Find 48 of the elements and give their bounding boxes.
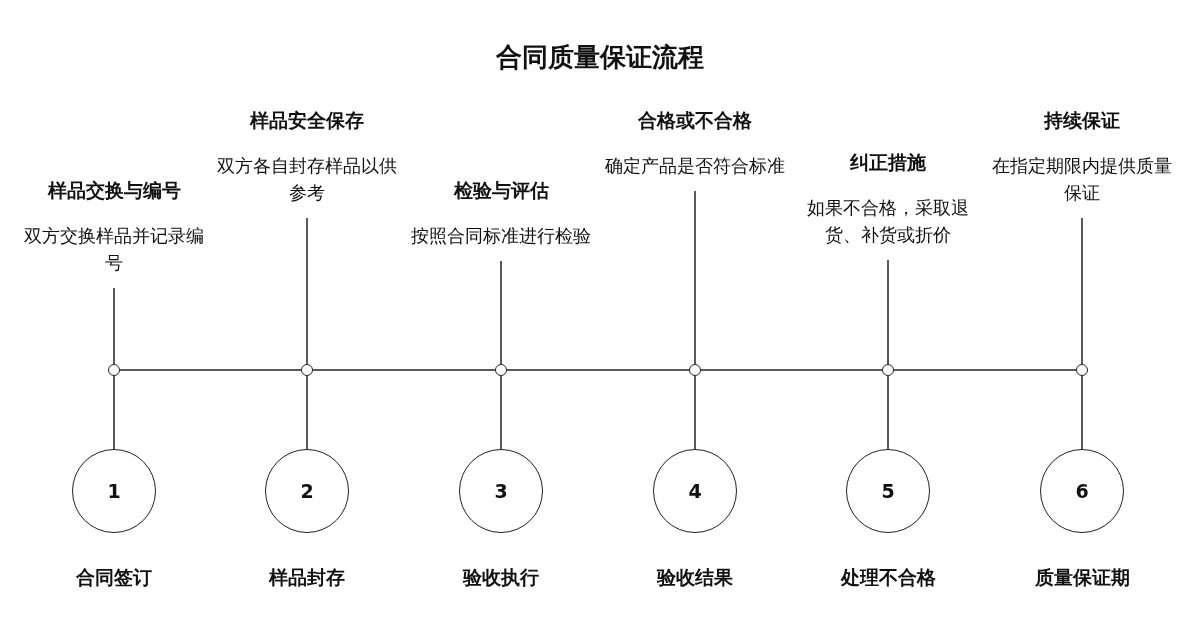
step-description: 确定产品是否符合标准 <box>605 154 785 178</box>
step-heading: 纠正措施 <box>850 150 926 175</box>
connector-line <box>694 190 696 365</box>
step-number-circle: 4 <box>653 449 737 533</box>
connector-line <box>312 369 496 371</box>
step-description: 双方各自封存样品以供参考 <box>217 154 397 205</box>
step-label: 样品封存 <box>269 565 345 590</box>
connector-line <box>694 375 696 450</box>
timeline-dot <box>301 364 313 376</box>
connector-line <box>506 369 690 371</box>
timeline-dot <box>882 364 894 376</box>
connector-line <box>113 375 115 450</box>
step-label: 验收结果 <box>657 565 733 590</box>
step-heading: 样品安全保存 <box>250 108 364 133</box>
timeline-dot <box>689 364 701 376</box>
connector-line <box>500 260 502 365</box>
step-number-circle: 3 <box>459 449 543 533</box>
step-number-circle: 2 <box>265 449 349 533</box>
timeline-dot <box>1076 364 1088 376</box>
step-label: 验收执行 <box>463 565 539 590</box>
step-label: 质量保证期 <box>1034 565 1130 590</box>
connector-line <box>1081 375 1083 450</box>
step-number-circle: 6 <box>1040 449 1124 533</box>
step-description: 双方交换样品并记录编号 <box>24 224 204 275</box>
connector-line <box>113 287 115 365</box>
diagram-title: 合同质量保证流程 <box>495 41 705 74</box>
step-heading: 样品交换与编号 <box>47 178 181 203</box>
connector-line <box>887 375 889 450</box>
connector-line <box>887 259 889 365</box>
step-heading: 合格或不合格 <box>638 108 752 133</box>
connector-line <box>500 375 502 450</box>
step-label: 处理不合格 <box>840 565 936 590</box>
connector-line <box>1081 217 1083 365</box>
connector-line <box>306 217 308 365</box>
step-description: 在指定期限内提供质量保证 <box>992 154 1172 205</box>
connector-line <box>893 369 1077 371</box>
step-heading: 持续保证 <box>1044 108 1120 133</box>
timeline-dot <box>495 364 507 376</box>
connector-line <box>306 375 308 450</box>
step-number-circle: 5 <box>846 449 930 533</box>
step-description: 如果不合格，采取退货、补货或折价 <box>806 196 970 247</box>
step-description: 按照合同标准进行检验 <box>411 224 591 248</box>
step-number-circle: 1 <box>72 449 156 533</box>
connector-line <box>700 369 883 371</box>
timeline-dot <box>108 364 120 376</box>
connector-line <box>119 369 302 371</box>
step-label: 合同签订 <box>76 565 152 590</box>
step-heading: 检验与评估 <box>453 178 549 203</box>
